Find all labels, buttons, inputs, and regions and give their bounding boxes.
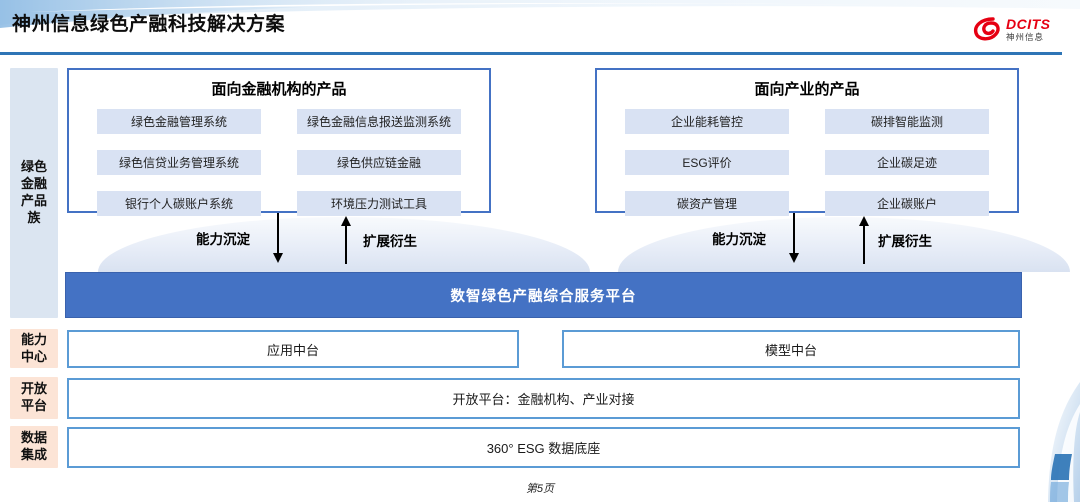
arrow-down-icon	[789, 213, 799, 263]
sidebar-open-platform: 开放平台	[10, 377, 58, 419]
product-item: 绿色信贷业务管理系统	[97, 150, 261, 175]
header-divider	[0, 52, 1062, 55]
finance-products-box: 面向金融机构的产品 绿色金融管理系统 绿色金融信息报送监测系统 绿色信贷业务管理…	[67, 68, 491, 216]
product-item: 企业碳账户	[825, 191, 989, 216]
product-item: 绿色金融管理系统	[97, 109, 261, 134]
finance-products-title: 面向金融机构的产品	[211, 81, 347, 98]
expand-derive-label: 扩展衍生	[878, 234, 932, 249]
logo-brand: DCITS	[1006, 15, 1051, 32]
sidebar-label: 绿色金融产品族	[20, 159, 47, 225]
dcits-swirl-icon	[973, 17, 1000, 41]
arrow-up-icon	[859, 216, 869, 264]
logo-text: DCITS 神州信息	[1006, 17, 1051, 42]
product-item: 企业碳足迹	[825, 150, 989, 175]
industry-products-title: 面向产业的产品	[754, 81, 860, 98]
product-item: 绿色供应链金融	[297, 150, 461, 175]
industry-products-grid: 企业能耗管控 碳排智能监测 ESG评价 企业碳足迹 碳资产管理 企业碳账户	[597, 99, 1017, 216]
page-number: 第5页	[525, 483, 555, 495]
finance-products-grid: 绿色金融管理系统 绿色金融信息报送监测系统 绿色信贷业务管理系统 绿色供应链金融…	[69, 99, 489, 216]
sidebar-data-integration: 数据集成	[10, 426, 58, 468]
application-middle-platform-box: 应用中台	[67, 330, 519, 368]
esg-data-base-label: 360° ESG 数据底座	[486, 441, 601, 456]
product-item: 银行个人碳账户系统	[97, 191, 261, 216]
page-title: 神州信息绿色产融科技解决方案	[12, 14, 286, 35]
esg-data-base-box: 360° ESG 数据底座	[67, 427, 1020, 468]
capability-settle-label: 能力沉淀	[196, 232, 250, 247]
product-item: 绿色金融信息报送监测系统	[297, 109, 461, 134]
sidebar-label: 能力中心	[20, 331, 47, 364]
dome-decoration-right	[618, 217, 1070, 272]
arrow-up-icon	[341, 216, 351, 264]
product-item: 碳资产管理	[625, 191, 789, 216]
open-platform-box: 开放平台：金融机构、产业对接	[67, 378, 1020, 419]
product-item: 环境压力测试工具	[297, 191, 461, 216]
open-platform-label: 开放平台：金融机构、产业对接	[452, 392, 635, 407]
capability-settle-label: 能力沉淀	[712, 232, 766, 247]
logo-brand-cn: 神州信息	[1006, 31, 1045, 42]
sidebar-green-finance-product-family: 绿色金融产品族	[10, 68, 58, 318]
digital-green-platform-bar: 数智绿色产融综合服务平台	[65, 272, 1022, 318]
platform-label: 数智绿色产融综合服务平台	[450, 288, 637, 305]
sidebar-label: 开放平台	[20, 381, 47, 413]
application-middle-platform-label: 应用中台	[266, 342, 319, 358]
model-middle-platform-label: 模型中台	[764, 342, 817, 358]
product-item: ESG评价	[625, 150, 789, 175]
arrow-down-icon	[273, 213, 283, 263]
industry-products-box: 面向产业的产品 企业能耗管控 碳排智能监测 ESG评价 企业碳足迹 碳资产管理 …	[595, 68, 1019, 216]
dcits-logo: DCITS 神州信息	[972, 12, 1064, 46]
model-middle-platform-box: 模型中台	[562, 330, 1020, 368]
product-item: 碳排智能监测	[825, 109, 989, 134]
product-item: 企业能耗管控	[625, 109, 789, 134]
sidebar-label: 数据集成	[20, 430, 47, 462]
sidebar-capability-center: 能力中心	[10, 329, 58, 368]
expand-derive-label: 扩展衍生	[363, 234, 417, 249]
